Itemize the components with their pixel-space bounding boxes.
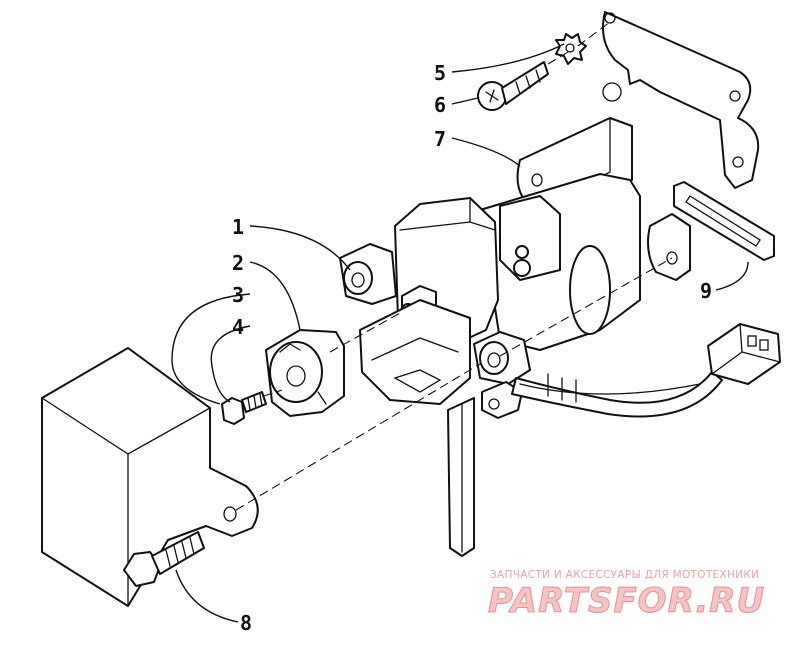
actuator-motor-assembly <box>339 173 641 419</box>
callout-6: 6 <box>434 93 446 117</box>
small-bolt <box>221 391 267 425</box>
callout-5: 5 <box>434 61 446 85</box>
cover-box <box>41 347 259 607</box>
mounting-bracket <box>602 11 760 189</box>
star-washer <box>555 33 587 65</box>
callout-1: 1 <box>232 215 244 239</box>
watermark: ЗАПЧАСТИ И АКСЕССУАРЫ ДЛЯ МОТОТЕХНИКИ PA… <box>488 569 765 622</box>
flange-bolt <box>123 531 205 587</box>
callout-labels: 1 2 3 4 5 6 7 8 9 <box>232 61 712 635</box>
pulley-coupler <box>265 329 345 417</box>
pan-head-screw <box>477 61 549 111</box>
leader-lines <box>171 43 749 623</box>
watermark-caption: ЗАПЧАСТИ И АКСЕССУАРЫ ДЛЯ МОТОТЕХНИКИ <box>490 569 759 581</box>
callout-8: 8 <box>240 611 252 635</box>
callout-4: 4 <box>232 315 244 339</box>
assembly-lines <box>235 21 673 511</box>
wire-connector <box>707 323 781 385</box>
watermark-logo: PARTSFOR.RU <box>488 581 765 621</box>
slotted-strap <box>647 181 775 281</box>
callout-2: 2 <box>232 251 244 275</box>
callout-9: 9 <box>700 279 712 303</box>
callout-3: 3 <box>232 283 244 307</box>
wire-harness <box>511 371 723 418</box>
callout-7: 7 <box>434 127 446 151</box>
control-shaft <box>447 397 475 557</box>
